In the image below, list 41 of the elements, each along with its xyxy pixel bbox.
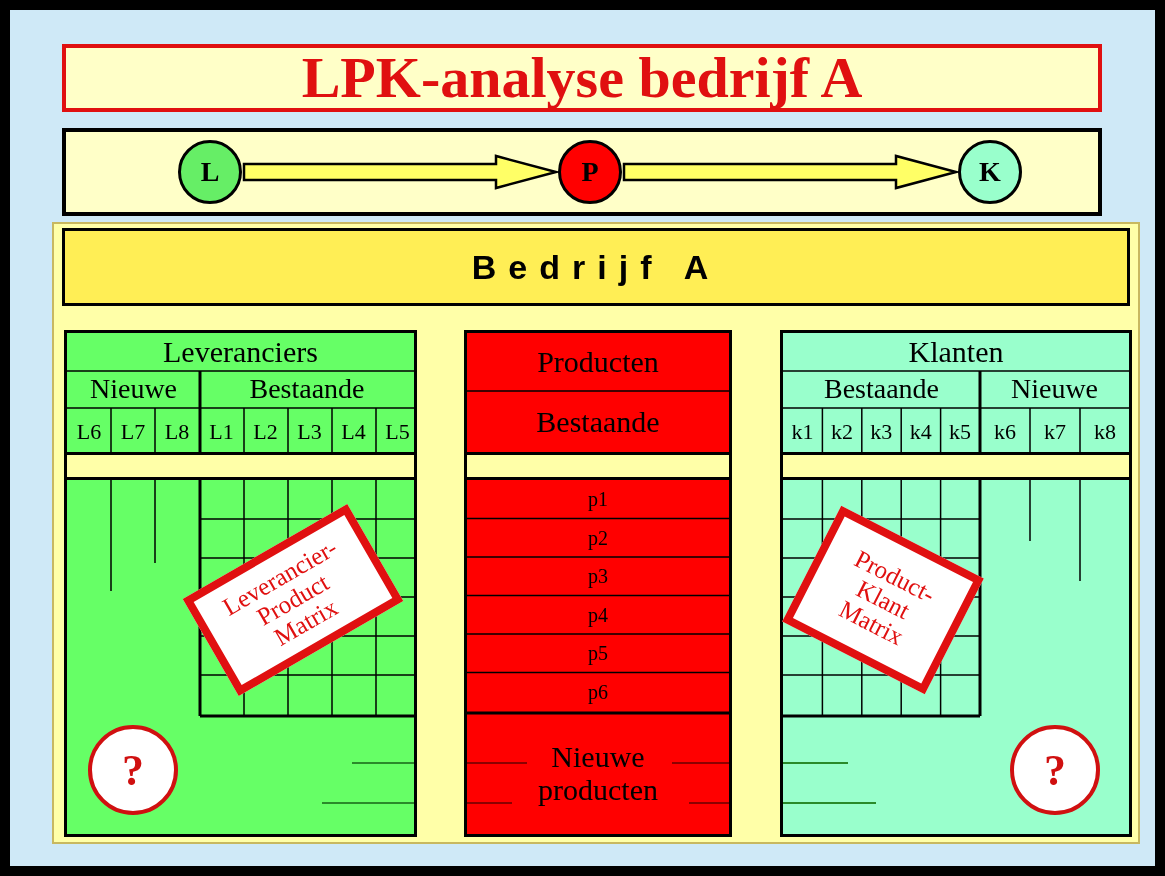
block-arrow xyxy=(242,154,561,190)
panel-heading: Leveranciers xyxy=(162,334,319,370)
panel-heading: Producten xyxy=(536,344,660,380)
column-header: k6 xyxy=(993,417,1017,446)
column-header: k5 xyxy=(948,417,973,446)
supplier-panel xyxy=(64,330,417,837)
column-header: L8 xyxy=(163,417,191,446)
row-label: p2 xyxy=(587,525,609,552)
column-header: L1 xyxy=(208,417,235,446)
column-header: k7 xyxy=(1043,417,1067,446)
row-label: p3 xyxy=(587,564,609,590)
row-label: Nieuwe producten xyxy=(537,739,659,808)
column-header: Bestaande xyxy=(535,403,661,440)
title: LPK-analyse bedrijf A xyxy=(62,44,1102,112)
column-header: k3 xyxy=(869,417,894,446)
column-header: k2 xyxy=(829,417,854,446)
column-header: L6 xyxy=(75,417,103,446)
row-label: p1 xyxy=(587,487,609,513)
column-header: k4 xyxy=(908,417,933,446)
panel-heading: Klanten xyxy=(907,334,1005,370)
column-header: Nieuwe xyxy=(1009,372,1100,407)
question-circle: ? xyxy=(88,725,178,815)
panel-heading: Bedrijf A xyxy=(62,228,1130,306)
customer-panel xyxy=(780,330,1132,837)
column-header: Nieuwe xyxy=(88,372,179,407)
column-header: Bestaande xyxy=(248,372,366,407)
column-header: k1 xyxy=(790,417,815,446)
company-panel xyxy=(52,222,1140,844)
column-header: L5 xyxy=(384,417,411,446)
row-label: p5 xyxy=(587,641,609,667)
column-header: k8 xyxy=(1093,417,1117,446)
product-panel xyxy=(464,330,732,837)
block-arrow xyxy=(622,154,961,190)
row-label: p4 xyxy=(587,602,609,629)
question-circle: ? xyxy=(1010,725,1100,815)
column-header: L7 xyxy=(119,417,147,446)
column-header: L3 xyxy=(296,417,323,446)
column-header: L4 xyxy=(340,417,367,446)
column-header: L2 xyxy=(252,417,279,446)
column-header: Bestaande xyxy=(822,372,941,407)
row-label: p6 xyxy=(587,679,609,706)
